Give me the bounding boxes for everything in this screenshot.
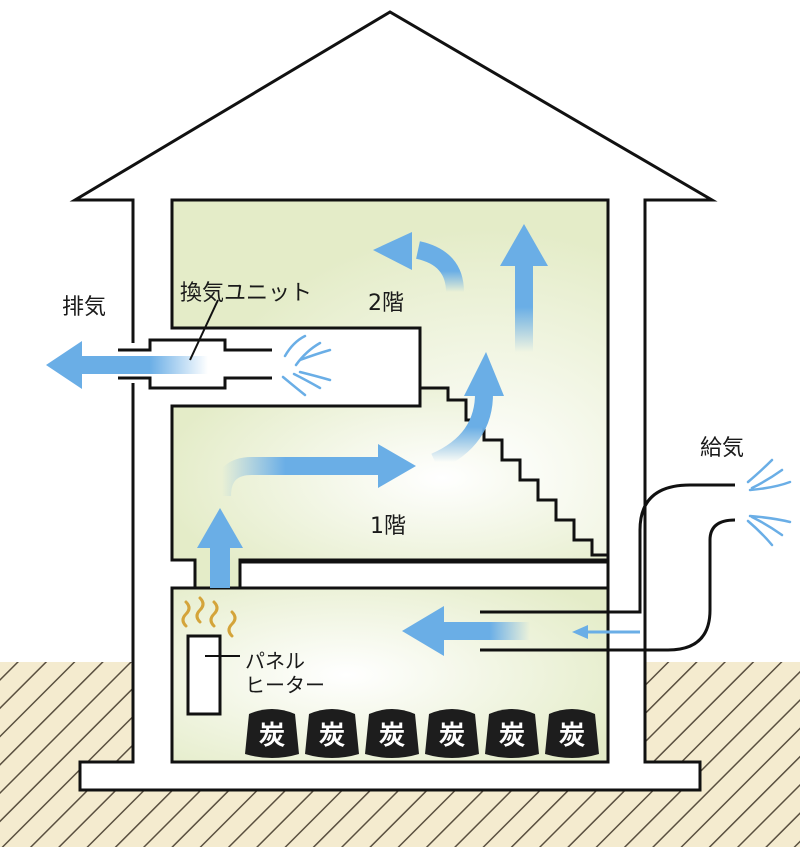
charcoal-row: 炭炭炭炭炭炭 xyxy=(245,709,599,758)
floor2-up-shaft xyxy=(515,262,533,352)
staircase xyxy=(420,386,594,555)
stair-rise-arrow xyxy=(431,391,494,471)
crawl-left-shaft xyxy=(440,622,530,640)
airflow-arrows xyxy=(46,224,792,656)
charcoal-label: 炭 xyxy=(319,721,345,751)
panel-heater-label-2: ヒーター xyxy=(245,673,325,697)
floor1-flow-head xyxy=(378,444,416,488)
floor2-curve-arrow-head xyxy=(373,232,412,270)
supply-label: 給気 xyxy=(700,436,744,461)
charcoal-bag: 炭 xyxy=(305,709,359,758)
charcoal-bag: 炭 xyxy=(365,709,419,758)
panel-heater-label-1: パネル xyxy=(245,649,305,673)
stair-rise-head xyxy=(464,352,504,396)
floor1-flow-arrow xyxy=(213,457,380,497)
panel-heater xyxy=(186,634,222,716)
charcoal-bag: 炭 xyxy=(545,709,599,758)
ventilation-unit-label: 換気ユニット xyxy=(180,281,312,306)
exhaust-label: 排気 xyxy=(62,295,106,320)
charcoal-label: 炭 xyxy=(379,721,405,751)
charcoal-label: 炭 xyxy=(439,721,465,751)
ground-under xyxy=(80,790,700,847)
charcoal-bag: 炭 xyxy=(425,709,479,758)
charcoal-bag: 炭 xyxy=(485,709,539,758)
vent-unit-leader xyxy=(189,299,219,361)
exhaust-arrow-head xyxy=(46,341,82,389)
floor1-label: 1階 xyxy=(370,514,406,539)
exhaust-arrow-shaft xyxy=(78,356,208,374)
supply-thin-head xyxy=(572,625,588,639)
charcoal-label: 炭 xyxy=(499,721,525,751)
supply-duct xyxy=(480,483,736,652)
floor2-up-head xyxy=(500,224,548,266)
crawl-up-shaft xyxy=(210,540,230,588)
floor2-label: 2階 xyxy=(368,291,404,316)
charcoal-bag: 炭 xyxy=(245,709,299,758)
heat-waves xyxy=(181,596,237,638)
supply-wisps xyxy=(746,458,792,547)
crawl-up-head xyxy=(197,508,243,548)
floor-slab xyxy=(238,560,610,590)
floor2-curve-arrow xyxy=(415,241,464,293)
exhaust-wisps xyxy=(281,334,332,397)
charcoal-label: 炭 xyxy=(559,721,585,751)
crawl-left-head xyxy=(402,606,444,656)
charcoal-label: 炭 xyxy=(259,721,285,751)
